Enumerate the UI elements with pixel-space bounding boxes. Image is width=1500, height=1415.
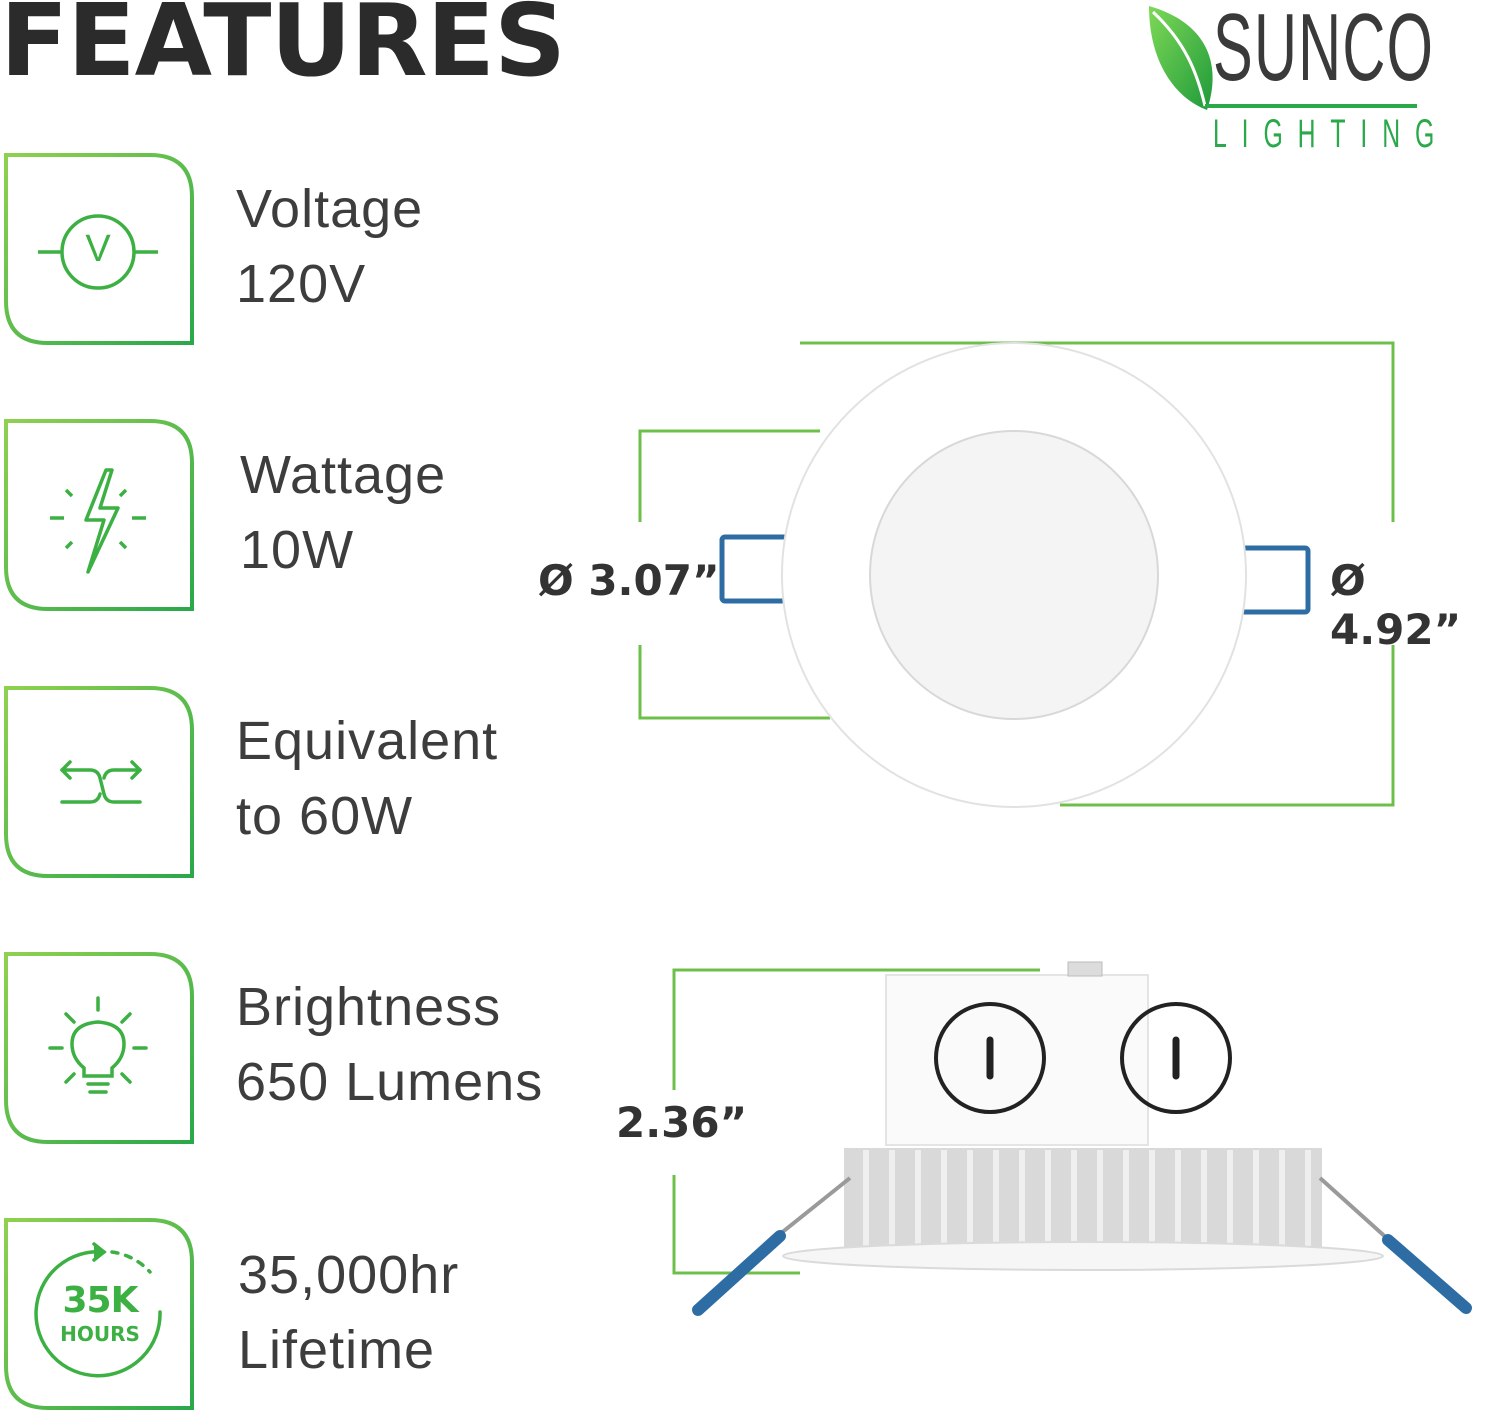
feature-label: Wattage	[240, 445, 447, 505]
feature-value: 10W	[240, 520, 355, 580]
dimension-outer: Ø 4.92”	[1330, 556, 1462, 654]
feature-frame-lifetime	[4, 1218, 194, 1410]
spring-clip-right	[1237, 545, 1311, 615]
lifetime-icon-text-bottom: HOURS	[60, 1322, 140, 1346]
swap-arrows-icon	[60, 760, 142, 804]
brand-name: SUNCO	[1213, 0, 1435, 101]
dimension-cutout: Ø 3.07”	[538, 556, 720, 605]
feature-value: Lifetime	[238, 1320, 436, 1380]
logo-underline	[1205, 104, 1417, 108]
feature-frame-voltage	[4, 153, 194, 345]
side-trim	[782, 1241, 1384, 1271]
feature-frame-wattage	[4, 419, 194, 611]
lifetime-icon-text-top: 35K	[62, 1280, 139, 1321]
feature-brightness: Brightness 650 Lumens	[236, 970, 543, 1120]
feature-value: 650 Lumens	[236, 1052, 544, 1112]
knockout-left	[934, 1002, 1046, 1114]
lifetime-35k-icon	[34, 1242, 162, 1378]
feature-label: Voltage	[236, 179, 424, 239]
spring-clip-side-left	[692, 1230, 786, 1316]
feature-lifetime: 35,000hr Lifetime	[238, 1238, 459, 1388]
sunco-logo: SUNCO LIGHTING	[1145, 0, 1434, 160]
feature-wattage: Wattage 10W	[240, 438, 446, 588]
spring-clip-side-right	[1382, 1234, 1472, 1314]
downlight-side-view	[692, 961, 1472, 1316]
feature-voltage: Voltage 120V	[236, 172, 423, 322]
leaf-icon	[1149, 6, 1213, 110]
brand-tagline: LIGHTING	[1213, 112, 1450, 156]
junction-box	[885, 974, 1149, 1146]
lens	[869, 430, 1159, 720]
feature-label: 35,000hr	[238, 1245, 460, 1305]
feature-frame-equivalent	[4, 686, 194, 878]
feature-value: to 60W	[236, 786, 414, 846]
feature-equivalent: Equivalent to 60W	[236, 704, 498, 854]
voltage-icon	[38, 214, 158, 290]
feature-frame-brightness	[4, 952, 194, 1144]
knockout-right	[1120, 1002, 1232, 1114]
heat-sink	[844, 1148, 1322, 1252]
lightning-bolt-icon	[50, 468, 146, 574]
page-title: FEATURES	[0, 0, 566, 99]
light-bulb-icon	[48, 996, 148, 1094]
feature-value: 120V	[236, 254, 367, 314]
feature-label: Brightness	[236, 977, 502, 1037]
downlight-top-view	[719, 342, 1311, 808]
dimension-height: 2.36”	[616, 1098, 748, 1147]
feature-label: Equivalent	[236, 711, 499, 771]
voltage-icon-letter: V	[85, 228, 111, 270]
dimension-lines-side	[672, 968, 1040, 1275]
